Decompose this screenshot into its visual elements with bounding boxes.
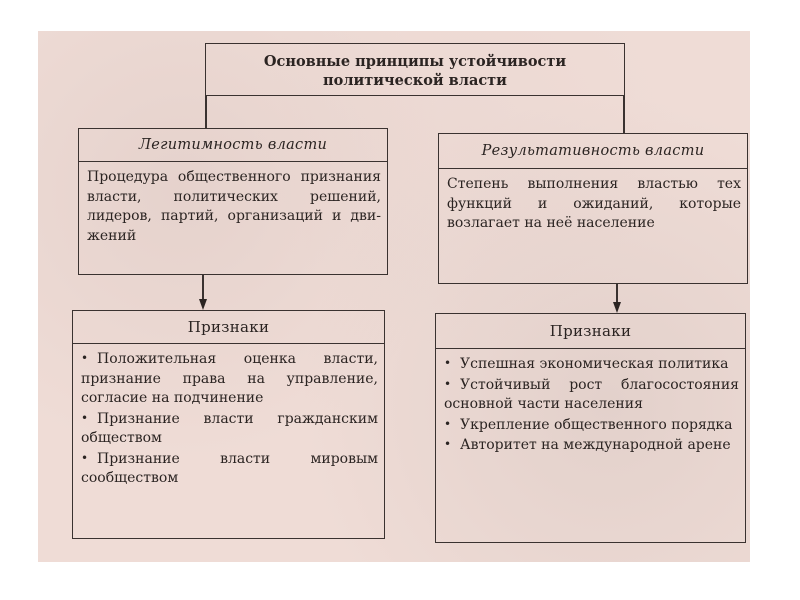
legitimacy-signs-list: •Положительная оценка власти, признание … (73, 344, 384, 489)
list-item-text: Авторитет на междуна­родной арене (460, 437, 731, 453)
list-item-text: Укрепление общественно­го порядка (460, 416, 733, 433)
list-item: •Признание власти миро­вым сообществом (81, 449, 378, 489)
list-item: •Положительная оценка власти, признание … (81, 349, 378, 409)
legitimacy-signs-title-text: Признаки (187, 318, 270, 336)
list-item: •Устойчивый рост благосос­тояния основно… (444, 375, 739, 415)
arrow-left-head-icon (199, 299, 207, 310)
bullet-icon: • (81, 450, 89, 465)
bullet-icon: • (81, 351, 89, 365)
effectiveness-signs-box: Признаки • Успешная экономическая политик… (435, 313, 746, 543)
list-item: • Авторитет на междуна­родной арене (444, 435, 739, 456)
list-item-text: Признание власти миро­вым сообществом (81, 450, 378, 487)
legitimacy-signs-box: Признаки •Положительная оценка власти, п… (72, 310, 385, 539)
legitimacy-definition: Процедура общественного признания власти… (87, 169, 381, 244)
root-title: Основные принципы устойчивости политичес… (206, 44, 624, 95)
bullet-icon: • (81, 410, 89, 425)
arrow-left-shaft (202, 275, 204, 301)
list-item: • Укрепление общественно­го порядка (444, 415, 739, 436)
root-title-line-1: Основные принципы устойчивости (263, 53, 567, 70)
effectiveness-signs-title: Признаки (436, 314, 745, 349)
list-item-text: Положительная оценка власти, признание п… (81, 351, 378, 406)
bullet-icon: • (444, 356, 452, 370)
connector-root-right (623, 95, 625, 134)
arrow-right-head-icon (613, 302, 621, 313)
root-box: Основные принципы устойчивости политичес… (205, 43, 625, 96)
arrow-right-shaft (616, 284, 618, 304)
bullet-icon: • (444, 376, 452, 391)
list-item-text: Признание власти граж­данским обществом (81, 410, 378, 447)
effectiveness-title: Результативность власти (439, 134, 747, 169)
list-item: • Успешная экономическая политика (444, 354, 739, 375)
legitimacy-box: Легитимность власти Процедура общественн… (78, 128, 388, 275)
effectiveness-signs-title-text: Признаки (549, 322, 632, 340)
bullet-icon: • (444, 416, 452, 431)
effectiveness-title-text: Результативность власти (481, 143, 705, 159)
connector-root-left (205, 95, 207, 129)
list-item: •Признание власти граж­данским обществом (81, 409, 378, 449)
list-item-text: Устойчивый рост благосос­тояния основной… (444, 376, 739, 413)
effectiveness-signs-list: •Успешная экономическая политика •Устойч… (436, 349, 745, 456)
effectiveness-box: Результативность власти Степень выполнен… (438, 133, 748, 284)
legitimacy-signs-title: Признаки (73, 311, 384, 344)
legitimacy-title-text: Легитимность власти (138, 137, 328, 153)
effectiveness-definition: Степень выполнения властью тех функций и… (447, 176, 741, 232)
list-item-text: Успешная экономическая политика (460, 356, 729, 372)
scanned-page (38, 31, 750, 562)
bullet-icon: • (444, 437, 452, 451)
root-title-line-2: политической власти (323, 72, 507, 89)
legitimacy-title: Легитимность власти (79, 129, 387, 162)
